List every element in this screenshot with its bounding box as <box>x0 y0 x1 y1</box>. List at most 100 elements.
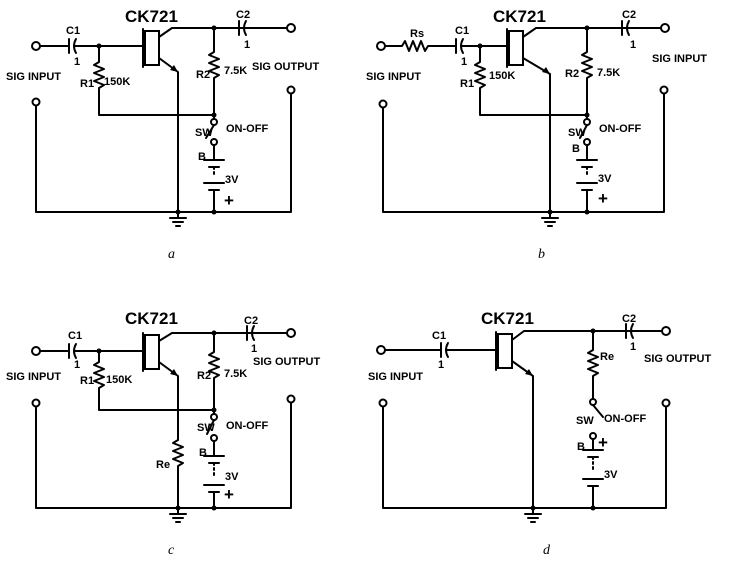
r1-label: R1 <box>80 78 94 90</box>
sig-input-label: SIG INPUT <box>368 371 423 383</box>
circuit-panel-b <box>376 20 670 227</box>
r2-label: R2 <box>565 68 579 80</box>
r1-label: R1 <box>80 375 94 387</box>
sw-label: SW <box>197 422 215 434</box>
battery-label: B <box>198 151 206 163</box>
resistor-r2 <box>208 332 220 415</box>
sw-label: SW <box>195 127 213 139</box>
caption-a: a <box>168 247 175 262</box>
circuit-panel-a <box>31 20 296 227</box>
output-ground-terminal <box>286 85 296 95</box>
re-label: Re <box>600 351 614 363</box>
transistor-ck721 <box>144 30 160 66</box>
battery-value-label: 3V <box>604 469 618 481</box>
plus-sign: + <box>224 191 234 210</box>
sig-output-label: SIG INPUT <box>652 53 707 65</box>
c2-value-label: 1 <box>244 39 250 51</box>
transistor-ck721 <box>508 30 524 66</box>
r2-value-label: 7.5K <box>224 368 247 380</box>
circuit-panel-c <box>31 325 296 523</box>
output-ground-terminal <box>661 398 671 408</box>
r2-value-label: 7.5K <box>597 67 620 79</box>
input-ground-terminal <box>378 99 388 109</box>
battery-value-label: 3V <box>225 471 239 483</box>
transistor-ck721 <box>497 333 513 369</box>
resistor-r2 <box>581 27 593 119</box>
r2-value-label: 7.5K <box>224 65 247 77</box>
transistor-ck721 <box>144 334 160 370</box>
sw-label: SW <box>576 415 594 427</box>
c1-label: C1 <box>432 330 446 342</box>
resistor-r1 <box>474 45 588 116</box>
input-terminal <box>31 41 41 51</box>
output-terminal <box>661 326 671 336</box>
resistor-re <box>172 439 184 509</box>
input-ground-terminal <box>31 97 41 107</box>
transistor-label: CK721 <box>481 309 534 328</box>
c2-label: C2 <box>244 315 258 327</box>
circuit-panel-d <box>376 323 671 523</box>
c2-label: C2 <box>236 9 250 21</box>
resistor-re <box>587 330 599 399</box>
battery-label: B <box>572 143 580 155</box>
c1-label: C1 <box>66 25 80 37</box>
r1-value-label: 150K <box>104 76 130 88</box>
caption-c: c <box>168 543 175 558</box>
resistor-r1 <box>93 350 215 411</box>
input-ground-terminal <box>31 398 41 408</box>
output-terminal <box>286 23 296 33</box>
switch-on-off <box>206 419 215 435</box>
on-off-label: ON-OFF <box>599 123 641 135</box>
c1-value-label: 1 <box>438 359 444 371</box>
switch-on-off <box>579 124 588 139</box>
plus-sign: + <box>598 433 608 452</box>
transistor-label: CK721 <box>125 7 178 26</box>
sig-output-label: SIG OUTPUT <box>644 353 712 365</box>
transistor-label: CK721 <box>125 309 178 328</box>
resistor-r1 <box>93 45 215 116</box>
c2-value-label: 1 <box>630 39 636 51</box>
battery-label: B <box>199 447 207 459</box>
caption-d: d <box>543 543 551 558</box>
output-terminal <box>660 23 670 33</box>
re-label: Re <box>156 459 170 471</box>
c1-value-label: 1 <box>461 56 467 68</box>
r2-label: R2 <box>196 69 210 81</box>
sig-input-label: SIG INPUT <box>6 71 61 83</box>
input-terminal <box>31 346 41 356</box>
c1-label: C1 <box>68 330 82 342</box>
resistor-r2 <box>208 27 220 119</box>
c2-value-label: 1 <box>251 343 257 355</box>
c1-label: C1 <box>455 25 469 37</box>
transistor-label: CK721 <box>493 7 546 26</box>
sig-input-label: SIG INPUT <box>366 71 421 83</box>
r1-value-label: 150K <box>489 70 515 82</box>
battery-label: B <box>577 441 585 453</box>
battery-value-label: 3V <box>598 173 612 185</box>
r1-label: R1 <box>460 78 474 90</box>
c2-label: C2 <box>622 313 636 325</box>
c2-value-label: 1 <box>630 341 636 353</box>
on-off-label: ON-OFF <box>604 413 646 425</box>
r2-label: R2 <box>197 370 211 382</box>
sig-output-label: SIG OUTPUT <box>252 61 320 73</box>
output-ground-terminal <box>659 85 669 95</box>
resistor-rs <box>384 40 456 52</box>
c2-label: C2 <box>622 9 636 21</box>
sig-output-label: SIG OUTPUT <box>253 356 321 368</box>
caption-b: b <box>538 247 545 262</box>
output-terminal <box>286 328 296 338</box>
rs-label: Rs <box>410 28 424 40</box>
input-terminal <box>376 41 386 51</box>
sw-label: SW <box>568 127 586 139</box>
on-off-label: ON-OFF <box>226 420 268 432</box>
output-ground-terminal <box>286 394 296 404</box>
plus-sign: + <box>598 189 608 208</box>
c1-value-label: 1 <box>74 56 80 68</box>
r1-value-label: 150K <box>106 374 132 386</box>
on-off-label: ON-OFF <box>226 123 268 135</box>
battery-value-label: 3V <box>225 174 239 186</box>
input-terminal <box>376 345 386 355</box>
